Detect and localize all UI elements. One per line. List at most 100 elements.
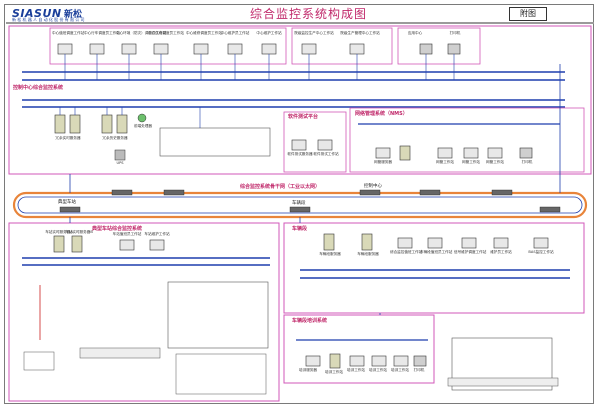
ws-4 <box>153 43 169 55</box>
nms-label-5: 打印机 <box>521 160 533 164</box>
nms-label-2: 网管工作站 <box>436 160 454 164</box>
training-label-4: 培训工作站 <box>369 368 387 372</box>
ws-3 <box>121 43 137 55</box>
printer-app <box>419 43 433 55</box>
station-label-2: 车站实时服务器B <box>65 230 93 234</box>
station-bottom-left <box>23 351 55 371</box>
cc-workstations <box>57 43 461 55</box>
depot-label-7: BAS监控工作站 <box>528 250 554 254</box>
backbone-ring-inner <box>17 196 583 214</box>
depot-label-2: 车辆段服务器 <box>357 252 379 256</box>
training-label-5: 培训工作站 <box>391 368 409 372</box>
remote-centers-box <box>291 27 393 65</box>
ws-label-6: 中心维护员工作站 <box>220 31 250 35</box>
depot-label-3: 综合监控值班工作站 <box>390 250 423 254</box>
software-test-box <box>283 111 347 173</box>
depot-devices <box>323 233 549 251</box>
label-backbone: 综合监控系统骨干网（工业以太网） <box>240 184 321 190</box>
depot-training-box <box>283 314 435 384</box>
diagram-frame <box>4 4 594 404</box>
cc-ups <box>114 149 126 161</box>
ws-label-4: 中心供电调度员工作站 <box>148 31 184 35</box>
test-ws-1 <box>291 139 307 151</box>
typical-station-box <box>8 222 280 402</box>
test-ws-2 <box>317 139 333 151</box>
company-logo-subtitle: 新 松 机 器 人 自 动 化 股 份 有 限 公 司 <box>12 17 85 22</box>
switch-cc-3 <box>359 189 381 196</box>
label-nms: 网络管理系统（NMS） <box>355 111 408 117</box>
label-depot: 车辆段 <box>292 226 308 232</box>
ws-remote-1 <box>301 43 317 55</box>
printer-app-2 <box>447 43 461 55</box>
cc-servers <box>54 113 271 161</box>
switch-cc-2 <box>163 189 185 196</box>
remote-label-1: 院级监控生产中心工作站 <box>294 31 334 35</box>
header-divider <box>6 22 594 24</box>
ws-6 <box>227 43 243 55</box>
label-typical-station: 典型车站综合监控系统 <box>92 226 143 232</box>
server-label-fep: 前端处理器 <box>134 124 152 128</box>
label-cc-node: 控制中心 <box>364 184 382 189</box>
server-label-history: 冗余历史服务器 <box>102 136 128 140</box>
station-server-a <box>53 235 65 253</box>
station-bottom-panel <box>175 353 267 395</box>
fep-node <box>137 113 147 123</box>
ws-7 <box>261 43 277 55</box>
page-box: 附图 <box>509 7 547 21</box>
app-center-label: 应用中心 <box>407 31 423 35</box>
fep-rack <box>159 127 271 157</box>
label-software-test: 软件测试平台 <box>288 114 319 120</box>
station-label-4: 车站维护工作站 <box>144 232 170 236</box>
company-logo: SIASUN <box>12 7 62 20</box>
station-device-row <box>79 347 161 359</box>
app-center-box <box>397 27 481 65</box>
printer-label: 打印机 <box>449 31 461 35</box>
remote-label-2: 院级生产管理中心工作站 <box>340 31 380 35</box>
depot-label-5: 信号维护调度工作站 <box>454 250 487 254</box>
label-station-node: 典型车站 <box>58 200 76 205</box>
station-label-3: 车站值班员工作站 <box>112 232 142 236</box>
depot-rack <box>451 337 553 391</box>
depot-box <box>283 222 585 314</box>
training-label-2: 培训工作站 <box>325 370 343 374</box>
label-depot-node: 车辆段 <box>292 201 306 206</box>
test-label-1: 软件测试服务器 <box>287 152 313 156</box>
switch-depot <box>289 206 311 213</box>
ws-label-2: 中心行车调度员工作站 <box>84 31 120 35</box>
ws-2 <box>89 43 105 55</box>
station-ws-1 <box>119 239 135 251</box>
ws-label-5: 中心维修调度员工作站 <box>186 31 222 35</box>
ws-remote-2 <box>349 43 365 55</box>
realtime-server-b <box>69 114 81 134</box>
nms-label-1: 网管服务器 <box>374 160 392 164</box>
history-server-a <box>101 114 113 134</box>
nms-label-4: 网管工作站 <box>486 160 504 164</box>
label-control-center: 控制中心综合监控系统 <box>13 85 64 91</box>
company-logo-cn: 新松 <box>64 10 83 20</box>
server-drop-lines <box>59 107 201 128</box>
ws-1 <box>57 43 73 55</box>
depot-bottom-row <box>447 377 559 387</box>
switch-right <box>539 206 561 213</box>
workstation-strip-box <box>49 27 287 65</box>
ws-label-1: 中心值班调度工作站 <box>52 31 85 35</box>
depot-label-6: 维护员工作站 <box>490 250 512 254</box>
training-label-1: 培训服务器 <box>299 368 317 372</box>
test-label-2: 软件测试工作站 <box>313 152 339 156</box>
training-label-6: 打印机 <box>413 368 425 372</box>
nms-box <box>349 107 585 173</box>
ws-drop-lines <box>64 54 455 80</box>
station-label-1: 车站实时服务器A <box>45 230 73 234</box>
nms-label-3: 网管工作站 <box>462 160 480 164</box>
realtime-server-a <box>54 114 66 134</box>
server-label-realtime: 冗余实时服务器 <box>55 136 81 140</box>
ws-label-3: 中心环境（防灾）调度员工作站 <box>116 31 167 35</box>
control-center-box <box>8 25 592 175</box>
training-label-3: 培训工作站 <box>347 368 365 372</box>
page-title: 综合监控系统构成图 <box>250 7 368 21</box>
server-label-ups: UPS <box>116 161 124 165</box>
nms-devices <box>375 145 533 161</box>
depot-label-1: 车辆段服务器 <box>319 252 341 256</box>
station-ws-2 <box>149 239 165 251</box>
